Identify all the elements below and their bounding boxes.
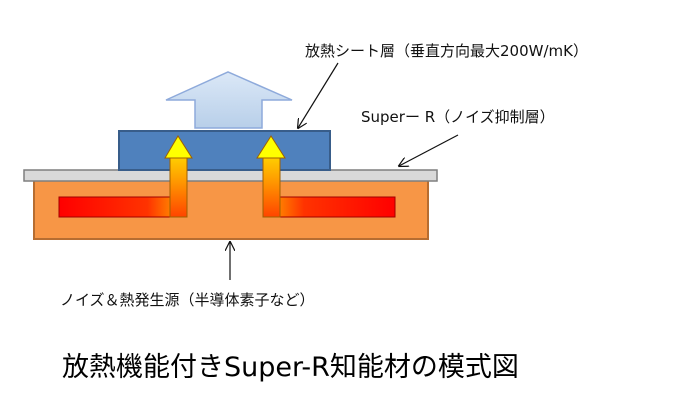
super-r-layer	[23, 169, 438, 182]
heat-sheet-layer	[118, 130, 331, 171]
heat-flow-arrow-right	[256, 135, 396, 218]
diagram-title: 放熱機能付きSuper-R知能材の模式図	[62, 352, 519, 383]
noise-source-label: ノイズ＆熱発生源（半導体素子など）	[60, 291, 315, 309]
heat-sheet-callout	[298, 62, 339, 128]
super-r-callout	[399, 134, 459, 166]
heat-flow-arrow-left	[58, 135, 193, 218]
super-r-label: Superー R（ノイズ抑制層）	[361, 108, 555, 126]
heat-sheet-label: 放熱シート層（垂直方向最大200W/mK）	[305, 42, 588, 60]
dissipation-arrow	[165, 71, 293, 129]
